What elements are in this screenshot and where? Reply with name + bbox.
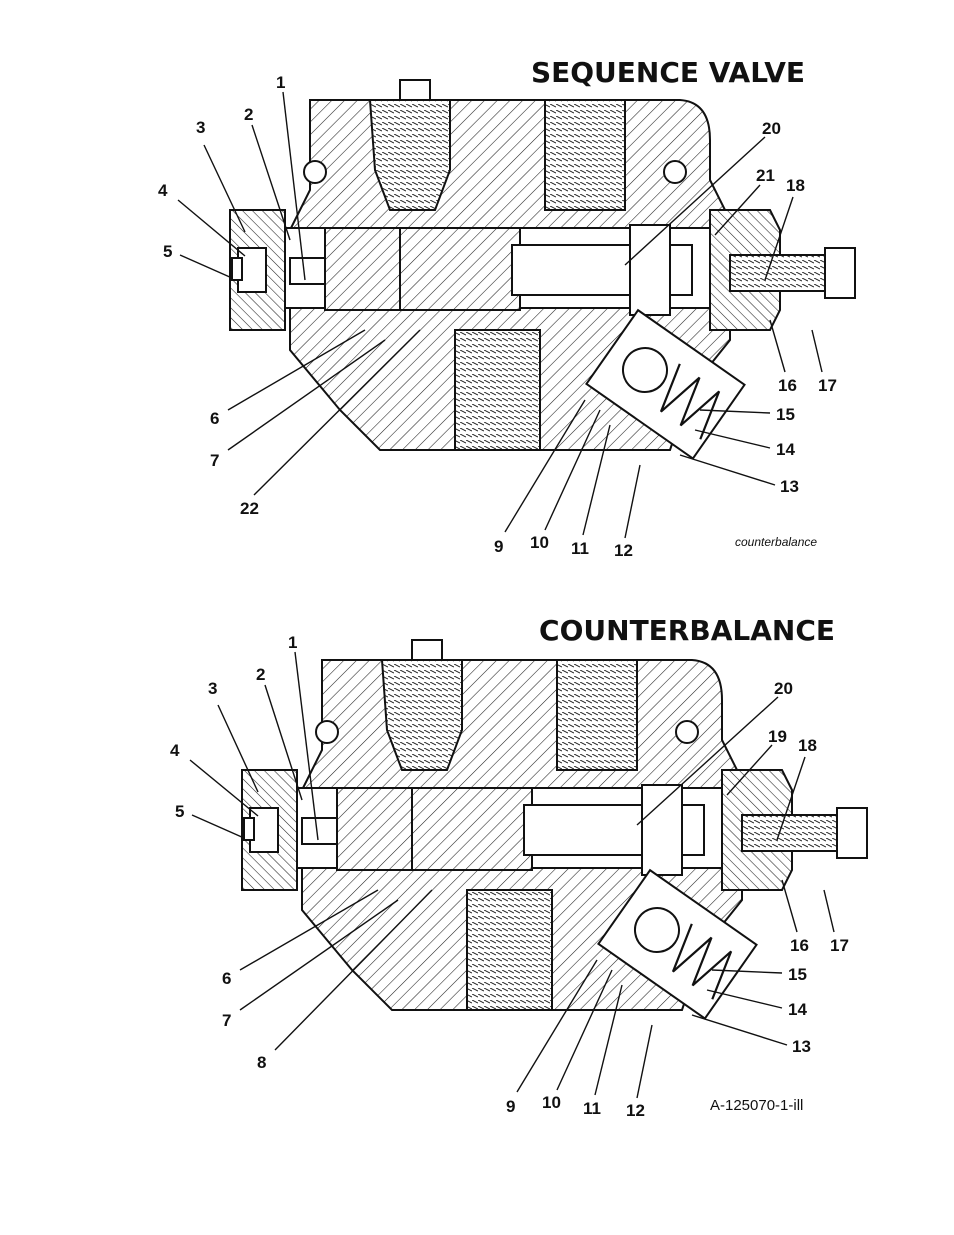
counterbalance-valve-diagram: COUNTERBALANCE 1 2 3 4 [170, 614, 867, 1120]
callout-label: 6 [210, 409, 219, 428]
figure-id: A-125070-1-ill [710, 1097, 803, 1114]
sequence-valve-diagram: SEQUENCE VALVE 1 2 3 [158, 56, 855, 560]
callout-label: 22 [240, 499, 259, 518]
callout-label: 7 [210, 451, 219, 470]
callout-label: 2 [244, 105, 253, 124]
callout-label: 15 [788, 965, 807, 984]
callout-label: 17 [830, 936, 849, 955]
callout-label: 15 [776, 405, 795, 424]
callout-label: 12 [614, 541, 633, 560]
callout-label: 10 [530, 533, 549, 552]
callout-label: 21 [756, 166, 775, 185]
callout-label: 14 [776, 440, 795, 459]
callout-label: 19 [768, 727, 787, 746]
callout-label: 16 [778, 376, 797, 395]
callout-label: 2 [256, 665, 265, 684]
callout-label: 4 [170, 741, 180, 760]
diagram-title: COUNTERBALANCE [539, 614, 835, 647]
callout-label: 11 [571, 539, 589, 558]
callout-label: 3 [208, 679, 217, 698]
diagram-title: SEQUENCE VALVE [531, 56, 805, 89]
callout-label: 13 [792, 1037, 811, 1056]
callout-label: 13 [780, 477, 799, 496]
callout-label: 9 [494, 537, 503, 556]
callout-label: 1 [288, 633, 297, 652]
callout-label: 3 [196, 118, 205, 137]
callout-label: 17 [818, 376, 837, 395]
callout-label: 20 [774, 679, 793, 698]
callout-label: 11 [583, 1099, 601, 1118]
callout-label: 16 [790, 936, 809, 955]
callout-label: 7 [222, 1011, 231, 1030]
callout-label: 9 [506, 1097, 515, 1116]
callout-label: 10 [542, 1093, 561, 1112]
callout-label: 18 [786, 176, 805, 195]
callout-label: 5 [163, 242, 172, 261]
callout-label: 20 [762, 119, 781, 138]
figure-caption: counterbalance [735, 535, 817, 549]
callout-label: 8 [257, 1053, 266, 1072]
callout-label: 14 [788, 1000, 807, 1019]
callout-label: 18 [798, 736, 817, 755]
callout-label: 4 [158, 181, 168, 200]
callout-label: 12 [626, 1101, 645, 1120]
callout-label: 6 [222, 969, 231, 988]
callout-label: 5 [175, 802, 184, 821]
callout-label: 1 [276, 73, 285, 92]
